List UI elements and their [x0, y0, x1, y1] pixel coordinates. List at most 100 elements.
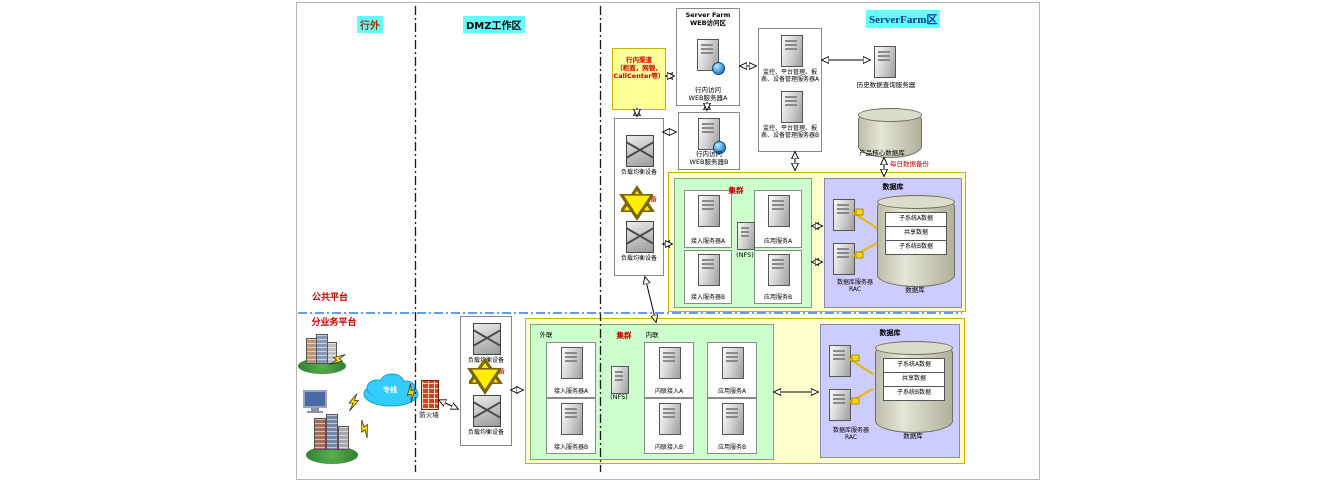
db-band-subsystem-a: 子系统A数据 — [883, 358, 945, 373]
db-band-shared: 共享数据 — [883, 372, 945, 387]
app-server-a-label: 应用服务A — [717, 387, 747, 395]
lb-upper-bottom-label: 负载均衡设备 — [620, 255, 657, 262]
server-box-access-a-lower: 接入服务器A — [546, 342, 596, 398]
building-tower — [314, 418, 326, 450]
web-access-zone-title: Server Farm WEB访问区 — [685, 11, 731, 27]
lb-lower-bottom-label: 负载均衡设备 — [467, 429, 504, 436]
app-server-a-icon — [768, 195, 790, 227]
access-server-b-icon — [561, 403, 583, 435]
server-box-access-b-lower: 接入服务器B — [546, 398, 596, 454]
nfs-label: (NFS) — [736, 251, 754, 259]
rac-server-icon — [833, 243, 855, 275]
hot-standby-lower-label: 热备 — [492, 367, 505, 375]
db-lower-cylinder: 子系统A数据 共享数据 子系统B数据 — [875, 341, 953, 433]
server-box-app-a-lower: 应用服务A — [707, 342, 757, 398]
label-public-platform: 公共平台 — [311, 293, 348, 303]
globe-icon — [713, 141, 726, 154]
pc-base — [307, 411, 323, 413]
access-server-b-icon — [698, 254, 720, 286]
lb-box-lower: 负载均衡设备 负载均衡设备 — [460, 316, 512, 446]
building-tower — [327, 342, 337, 364]
internal-access-b-icon — [659, 403, 681, 435]
load-balancer-icon — [473, 323, 501, 355]
mgmt-server-b-label: 监控、平台管理、报 表、设备管理服务器B — [760, 125, 820, 140]
db-lower-title: 数据库 — [879, 329, 901, 337]
zone-label-serverfarm: ServerFarm区 — [866, 10, 941, 28]
access-server-b-label: 接入服务器B — [690, 293, 726, 301]
rac-server-icon — [833, 199, 855, 231]
db-upper-cyl-label: 数据库 — [905, 286, 925, 294]
server-box-int-a: 内联接入A — [644, 342, 694, 398]
cluster-lower-title: 集群 — [616, 331, 632, 340]
history-server-label: 历史数据查询服务器 — [856, 81, 916, 89]
server-box-access-b: 接入服务器B — [684, 250, 732, 304]
firewall-label: 防火墙 — [419, 411, 439, 419]
web-server-a-icon — [697, 39, 725, 75]
web-server-a-label: 行内访问 WEB服务器A — [688, 86, 728, 103]
pc-screen — [303, 390, 327, 408]
lb-lower-top-label: 负载均衡设备 — [467, 357, 504, 364]
server-box-access-a: 接入服务器A — [684, 190, 732, 248]
campus-base — [306, 446, 358, 464]
mgmt-box: 监控、平台管理、报 表、设备管理服务器A 监控、平台管理、报 表、设备管理服务器… — [758, 28, 822, 152]
db-upper-title: 数据库 — [882, 183, 904, 191]
web-server-b-box: 行内访问 WEB服务器B — [678, 112, 740, 170]
cluster-upper-title: 集群 — [728, 186, 744, 195]
rac-server-icon — [829, 345, 851, 377]
cloud-label: 专线 — [383, 386, 397, 394]
lb-upper-top-label: 负载均衡设备 — [620, 169, 657, 176]
access-server-b-label: 接入服务器B — [553, 443, 589, 451]
mgmt-server-a-icon — [781, 35, 803, 67]
db-lower-box: 数据库 数据库服务器 RAC 子系统A数据 共享数据 子系统B数据 数据库 — [820, 324, 960, 458]
mgmt-server-b-icon — [781, 91, 803, 123]
db-band-subsystem-b: 子系统B数据 — [885, 240, 947, 255]
hot-standby-upper-label: 热备 — [644, 195, 657, 203]
server-box-app-a: 应用服务A — [754, 190, 802, 248]
globe-icon — [712, 62, 725, 75]
pc-icon — [303, 390, 327, 413]
rac-label: 数据库服务器 RAC — [832, 427, 869, 442]
server-box-app-b: 应用服务B — [754, 250, 802, 304]
db-upper-cylinder: 子系统A数据 共享数据 子系统B数据 — [877, 195, 955, 287]
int-column-label: 内联 — [645, 331, 659, 339]
load-balancer-icon — [626, 221, 654, 253]
rac-label: 数据库服务器 RAC — [836, 279, 873, 294]
pc-stand — [311, 408, 319, 411]
zone-label-outside: 行外 — [357, 16, 383, 33]
app-server-a-icon — [722, 347, 744, 379]
internal-access-a-label: 内联接入A — [654, 387, 684, 395]
building-tower — [316, 334, 328, 364]
access-server-a-icon — [561, 347, 583, 379]
web-server-b-icon — [698, 118, 726, 154]
db-lower-cyl-label: 数据库 — [903, 432, 923, 440]
app-server-b-label: 应用服务B — [763, 293, 793, 301]
zone-label-dmz: DMZ工作区 — [463, 16, 525, 33]
app-server-b-icon — [722, 403, 744, 435]
internal-access-a-icon — [659, 347, 681, 379]
db-upper-box: 数据库 数据库服务器 RAC 子系统A数据 共享数据 子系统B数据 数据库 — [824, 178, 962, 308]
access-server-a-label: 接入服务器A — [553, 387, 589, 395]
firewall-icon — [421, 380, 439, 410]
db-band-subsystem-b: 子系统B数据 — [883, 386, 945, 401]
internal-access-b-label: 内联接入B — [654, 443, 684, 451]
nfs-server-icon — [611, 366, 629, 394]
app-server-a-label: 应用服务A — [763, 237, 793, 245]
server-box-app-b-lower: 应用服务B — [707, 398, 757, 454]
history-server-icon — [874, 46, 896, 78]
web-server-b-label: 行内访问 WEB服务器B — [689, 150, 729, 167]
nfs-server-icon — [737, 222, 755, 250]
web-access-zone-box: Server Farm WEB访问区 行内访问 WEB服务器A — [676, 8, 740, 106]
channel-box: 行内渠道 （柜面，网银， CallCenter等） — [612, 48, 666, 110]
server-box-int-b: 内联接入B — [644, 398, 694, 454]
app-server-b-label: 应用服务B — [717, 443, 747, 451]
load-balancer-icon — [473, 395, 501, 427]
db-band-shared: 共享数据 — [885, 226, 947, 241]
label-business-platform: 分业务平台 — [311, 318, 357, 328]
channel-label: 行内渠道 （柜面，网银， CallCenter等） — [613, 56, 665, 80]
network-cloud-icon — [363, 373, 419, 407]
app-server-b-icon — [768, 254, 790, 286]
ext-column-label: 外联 — [539, 331, 553, 339]
building-tower — [338, 426, 349, 450]
rac-server-icon — [829, 389, 851, 421]
